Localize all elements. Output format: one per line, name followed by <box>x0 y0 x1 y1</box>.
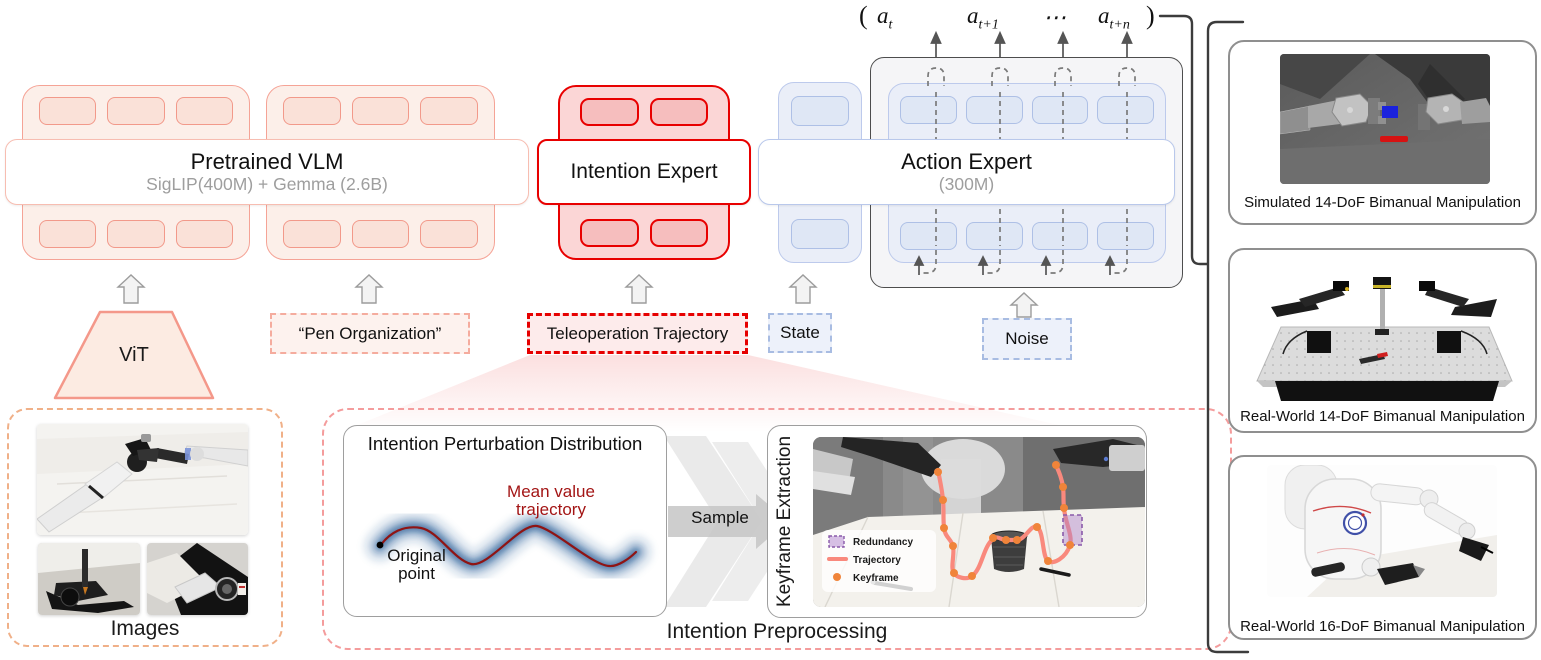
action-expert-title: Action Expert <box>901 148 1032 174</box>
distribution-title: Intention Perturbation Distribution <box>367 433 643 454</box>
intention-token <box>580 98 639 126</box>
intention-preprocessing-label: Intention Preprocessing <box>666 620 888 643</box>
action-token <box>1097 222 1154 250</box>
vlm-token <box>351 97 410 125</box>
task-panel-simulated: Simulated 14-DoF Bimanual Manipulation <box>1228 40 1537 225</box>
task-panel-real-14dof: Real-World 14-DoF Bimanual Manipulation <box>1228 248 1537 433</box>
sample-label: Sample <box>691 508 749 527</box>
output-arrows <box>930 30 1133 57</box>
vlm-token <box>351 220 410 248</box>
keyframe-scene: Redundancy Trajectory Keyframe <box>813 437 1145 607</box>
instruction-box: “Pen Organization” <box>270 313 470 354</box>
intention-token <box>580 219 639 247</box>
action-expert-banner: Action Expert (300M) <box>758 139 1175 205</box>
vlm-token <box>420 220 479 248</box>
wrist-camera-photo-2 <box>147 543 248 615</box>
action-token <box>1097 96 1154 124</box>
action-token <box>1031 222 1089 250</box>
vlm-token <box>107 220 165 248</box>
perturbation-wave-plot <box>362 508 654 584</box>
keyframe-extraction-title: Keyframe Extraction <box>774 435 795 608</box>
vlm-token <box>39 97 97 125</box>
state-token <box>791 96 849 126</box>
real-16dof-task-image <box>1267 465 1497 597</box>
action-token <box>900 96 957 124</box>
action-token <box>900 222 957 250</box>
vit-arrow <box>116 274 146 304</box>
task-label-simulated: Simulated 14-DoF Bimanual Manipulation <box>1244 194 1521 211</box>
output-paren-open: ( <box>859 1 868 30</box>
perturbation-distribution-box: Intention Perturbation Distribution Mean… <box>343 425 667 617</box>
action-token <box>1031 96 1089 124</box>
task-label-real-16dof: Real-World 16-DoF Bimanual Manipulation <box>1240 618 1525 635</box>
camera-image-main <box>37 424 248 535</box>
original-point-label: Original point <box>387 546 446 583</box>
task-panel-real-16dof: Real-World 16-DoF Bimanual Manipulation <box>1228 455 1537 640</box>
pretrained-vlm-title: Pretrained VLM <box>190 148 344 174</box>
vlm-token <box>175 220 233 248</box>
sim-bimanual-art <box>1280 54 1490 184</box>
action-token <box>965 96 1023 124</box>
real-16dof-art <box>1267 465 1497 597</box>
keyframe-legend: Redundancy Trajectory Keyframe <box>822 530 936 592</box>
legend-keyframe-label: Keyframe <box>853 573 899 584</box>
camera-image-wrist-right <box>147 543 248 615</box>
vlm-token <box>107 97 165 125</box>
pretrained-vlm-banner: Pretrained VLM SigLIP(400M) + Gemma (2.6… <box>5 139 529 205</box>
robot-table-photo <box>37 424 248 535</box>
intention-expert-banner: Intention Expert <box>537 139 751 205</box>
vlm-token <box>39 220 97 248</box>
state-arrow <box>788 274 818 304</box>
legend-redundancy-label: Redundancy <box>853 537 913 548</box>
vlm-token <box>175 97 233 125</box>
action-token <box>965 222 1023 250</box>
legend-trajectory-label: Trajectory <box>853 555 901 566</box>
output-token-at1: at+1 <box>967 3 999 33</box>
wrist-camera-photo-1 <box>38 543 140 615</box>
intention-token <box>649 98 708 126</box>
instruction-arrow <box>354 274 384 304</box>
mean-value-trajectory-label: Mean value trajectory <box>507 482 595 519</box>
noise-box: Noise <box>982 318 1072 360</box>
keyframe-scene-art: Redundancy Trajectory Keyframe <box>813 437 1145 607</box>
vlm-token <box>283 97 341 125</box>
vlm-token <box>283 220 341 248</box>
real-14dof-art <box>1247 259 1522 404</box>
simulated-task-image <box>1280 54 1490 184</box>
task-label-real-14dof: Real-World 14-DoF Bimanual Manipulation <box>1240 408 1525 425</box>
intention-expert-title: Intention Expert <box>570 159 718 183</box>
images-label: Images <box>110 617 180 640</box>
output-token-at: at <box>877 3 893 33</box>
output-token-ellipsis: ⋯ <box>1043 5 1066 30</box>
noise-arrow <box>1009 292 1039 318</box>
camera-image-wrist-left <box>38 543 140 615</box>
teleop-arrow <box>624 274 654 304</box>
action-expert-subtitle: (300M) <box>938 174 995 195</box>
output-token-atn: at+n <box>1098 3 1130 33</box>
pretrained-vlm-subtitle: SigLIP(400M) + Gemma (2.6B) <box>146 174 388 195</box>
real-14dof-task-image <box>1247 259 1522 404</box>
teleoperation-trajectory-box: Teleoperation Trajectory <box>527 313 748 354</box>
images-panel <box>7 408 283 647</box>
vit-label: ViT <box>119 344 149 366</box>
output-paren-close: ) <box>1146 1 1155 30</box>
state-token <box>791 219 849 249</box>
state-box: State <box>768 313 832 353</box>
intention-token <box>649 219 708 247</box>
vlm-token <box>420 97 479 125</box>
